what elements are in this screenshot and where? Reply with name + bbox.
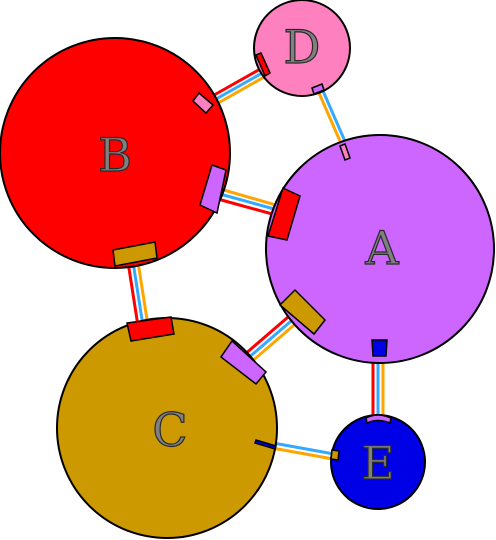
node-c[interactable]: C bbox=[56, 316, 278, 539]
node-b-label: B bbox=[98, 128, 132, 182]
node-b[interactable]: B bbox=[0, 37, 231, 269]
node-b-port-c bbox=[112, 241, 158, 267]
node-d-circle[interactable] bbox=[253, 0, 351, 97]
node-b-port-d bbox=[191, 91, 215, 115]
node-e[interactable]: E bbox=[330, 414, 426, 510]
edge-b-c bbox=[126, 261, 150, 327]
node-e-port-c bbox=[330, 449, 340, 461]
node-a-circle[interactable] bbox=[265, 134, 495, 364]
node-a[interactable]: A bbox=[265, 134, 495, 364]
node-e-port-a bbox=[365, 414, 392, 425]
node-d[interactable]: D bbox=[253, 0, 351, 97]
node-d-port-b bbox=[255, 52, 271, 78]
node-a-port-d bbox=[339, 143, 351, 161]
node-a-port-e bbox=[371, 339, 388, 357]
node-c-label: C bbox=[152, 403, 187, 457]
node-c-port-e bbox=[254, 439, 277, 450]
edge-d-a bbox=[314, 83, 349, 149]
node-a-port-c bbox=[278, 288, 327, 336]
node-b-circle[interactable] bbox=[0, 37, 231, 269]
node-a-label: A bbox=[364, 221, 399, 275]
node-c-port-b bbox=[126, 316, 175, 342]
node-a-port-b bbox=[267, 186, 301, 241]
node-b-port-a bbox=[199, 164, 227, 215]
node-e-label: E bbox=[361, 436, 395, 490]
node-d-port-a bbox=[311, 83, 325, 95]
node-d-label: D bbox=[284, 20, 321, 74]
node-c-port-a bbox=[219, 339, 268, 386]
